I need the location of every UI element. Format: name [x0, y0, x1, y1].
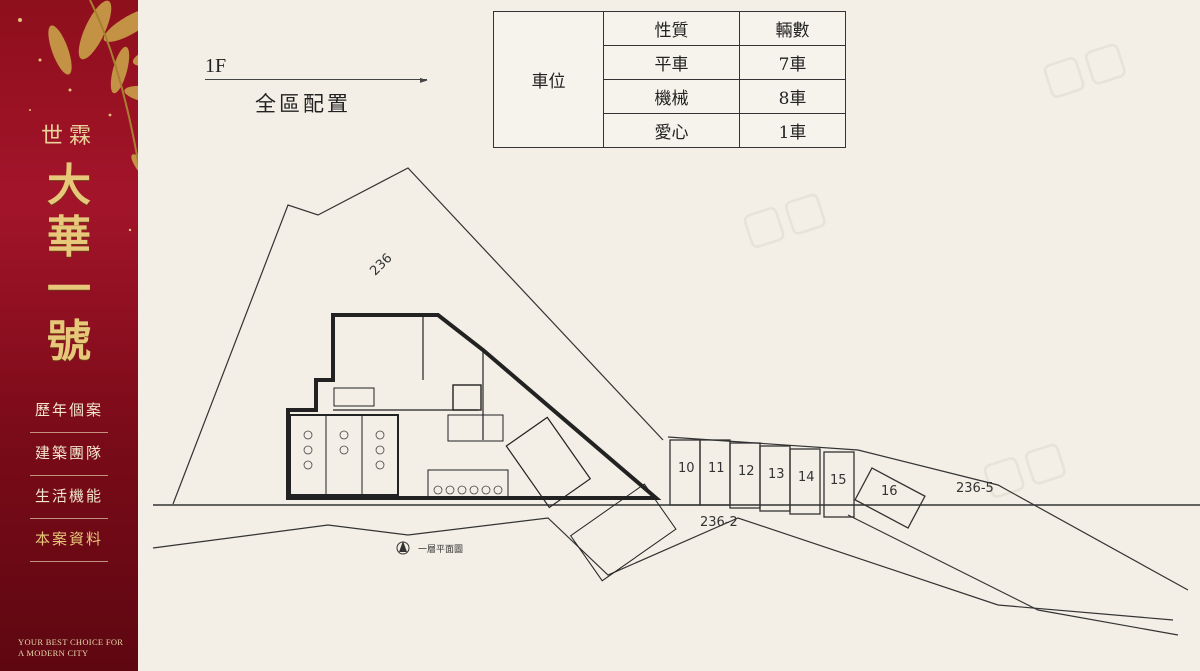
building-outline [286, 313, 662, 500]
tagline-line-2: A MODERN CITY [18, 648, 89, 658]
parking-stall-label: 12 [738, 464, 755, 479]
parking-stall-label: 16 [881, 484, 898, 499]
table-cell-type: 平車 [603, 45, 740, 80]
table-cell-count: 7車 [739, 45, 846, 80]
table-cell-type: 機械 [603, 79, 740, 114]
scooter-parking-row [427, 469, 509, 499]
lot-label-236: 236 [367, 251, 395, 279]
lot-label-236-5: 236-5 [956, 481, 994, 496]
parking-table: 車位 性質 輛數 平車 7車 機械 8車 愛心 1車 [493, 11, 846, 148]
nav-item-architecture-team[interactable]: 建築團隊 [30, 433, 108, 476]
brand-title-char-3: 一 [47, 264, 91, 315]
nav-item-living-amenities[interactable]: 生活機能 [30, 476, 108, 519]
lot-lower-boundary [847, 514, 1179, 636]
parking-stall-label: 13 [768, 467, 785, 482]
table-row: 機械 8車 [494, 79, 846, 114]
nav-item-project-info[interactable]: 本案資料 [30, 519, 108, 562]
table-row: 愛心 1車 [494, 113, 846, 148]
scooter-parking-row-2 [447, 414, 504, 442]
table-column-header: 性質 [603, 11, 740, 46]
header-arrow-line [205, 79, 427, 80]
brand-developer-name: 世霖 [40, 124, 97, 149]
brand-title-char-2: 華 [47, 212, 91, 263]
brand-title-char-4: 號 [47, 316, 91, 367]
north-arrow-icon [396, 541, 410, 555]
tagline: YOUR BEST CHOICE FOR A MODERN CITY [18, 637, 123, 659]
sidebar: 世霖 大 華 一 號 歷年個案 建築團隊 生活機能 本案資料 YOUR BEST… [0, 0, 138, 671]
table-column-header: 輛數 [739, 11, 846, 46]
lot-label-236-2: 236-2 [700, 515, 738, 530]
site-plan-drawing: 10 11 12 13 14 15 16 236 236-5 236-2 一層平… [152, 167, 1200, 636]
watermark: ▢▢ [1033, 27, 1134, 107]
lot-236-boundary [172, 167, 664, 505]
stair-block [333, 387, 375, 407]
tagline-line-1: YOUR BEST CHOICE FOR [18, 637, 124, 647]
gold-leaf-decoration [18, 0, 138, 232]
sidebar-nav: 歷年個案 建築團隊 生活機能 本案資料 [30, 390, 108, 562]
lot-236-5-boundary [667, 436, 1189, 591]
table-header-row: 車位 性質 輛數 [493, 11, 846, 148]
elevator-shaft [452, 384, 482, 411]
parking-stall-label: 10 [678, 461, 695, 476]
table-cell-type: 愛心 [603, 113, 740, 148]
machine-parking-bay [289, 414, 399, 496]
loading-zone [569, 483, 677, 582]
parking-stall-label: 15 [830, 473, 847, 488]
arrow-right-icon: ► [420, 75, 428, 86]
parking-stall-label: 14 [798, 470, 815, 485]
table-row-header: 車位 [493, 11, 604, 148]
brand-title-char-1: 大 [47, 160, 91, 211]
table-cell-count: 8車 [739, 79, 846, 114]
nav-item-past-projects[interactable]: 歷年個案 [30, 390, 108, 433]
ramp [505, 416, 592, 509]
table-cell-count: 1車 [739, 113, 846, 148]
page-title: 全區配置 [255, 92, 351, 116]
parking-stall-label: 11 [708, 461, 725, 476]
road-lower-line [152, 517, 1174, 621]
floor-label: 1F [205, 55, 227, 77]
plan-caption: 一層平面圖 [418, 544, 463, 555]
